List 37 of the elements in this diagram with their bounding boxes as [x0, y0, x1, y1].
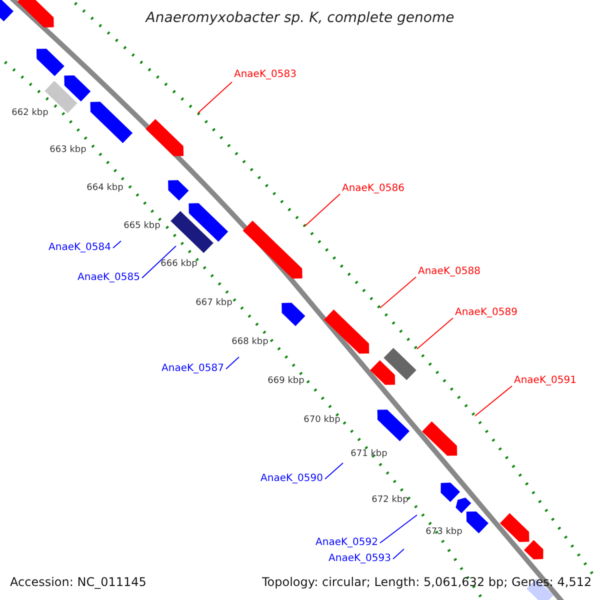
scale-tick-label: 666 kbp	[160, 260, 198, 269]
genome-info-text: Topology: circular; Length: 5,061,632 bp; Genes: 4,512	[262, 576, 592, 588]
scale-tick-label: 664 kbp	[86, 184, 124, 193]
accession-text: Accession: NC_011145	[10, 576, 146, 588]
leader-line	[380, 276, 416, 308]
scale-tick-label: 673 kbp	[426, 528, 462, 537]
gene-label: AnaeK_0591	[514, 376, 576, 386]
leader-line	[226, 356, 240, 370]
leader-line	[474, 386, 512, 416]
leader-line	[142, 246, 176, 278]
leader-line	[392, 548, 404, 560]
gene-label: AnaeK_0589	[455, 308, 518, 318]
scale-tick-label: 663 kbp	[50, 146, 86, 155]
gene-label: AnaeK_0585	[78, 273, 140, 283]
gene-label: AnaeK_0584	[48, 243, 111, 253]
scale-tick-label: 670 kbp	[304, 416, 340, 425]
leader-line	[198, 82, 232, 114]
scale-tick-label: 668 kbp	[232, 338, 268, 347]
gene-label: AnaeK_0590	[260, 474, 323, 484]
scale-tick-label: 669 kbp	[268, 377, 304, 386]
leader-line	[324, 462, 344, 480]
scale-tick-label: 665 kbp	[124, 222, 160, 231]
scale-tick-label: 671 kbp	[350, 450, 388, 459]
leader-line	[380, 514, 418, 544]
scale-tick-label: 662 kbp	[12, 109, 48, 118]
gene-label: AnaeK_0583	[234, 70, 296, 80]
gene-label: AnaeK_0586	[342, 184, 404, 194]
leader-line	[304, 194, 340, 226]
gene-label: AnaeK_0587	[162, 364, 224, 374]
scale-tick-label: 667 kbp	[196, 299, 232, 308]
leader-line	[416, 318, 454, 350]
diagram-title: Anaeromyxobacter sp. K, complete genome	[146, 11, 454, 25]
leader-line	[112, 240, 122, 248]
gene-label: AnaeK_0592	[316, 538, 378, 548]
gene-label: AnaeK_0593	[328, 554, 391, 564]
scale-tick-label: 672 kbp	[372, 496, 408, 505]
gene-label: AnaeK_0588	[418, 267, 480, 277]
